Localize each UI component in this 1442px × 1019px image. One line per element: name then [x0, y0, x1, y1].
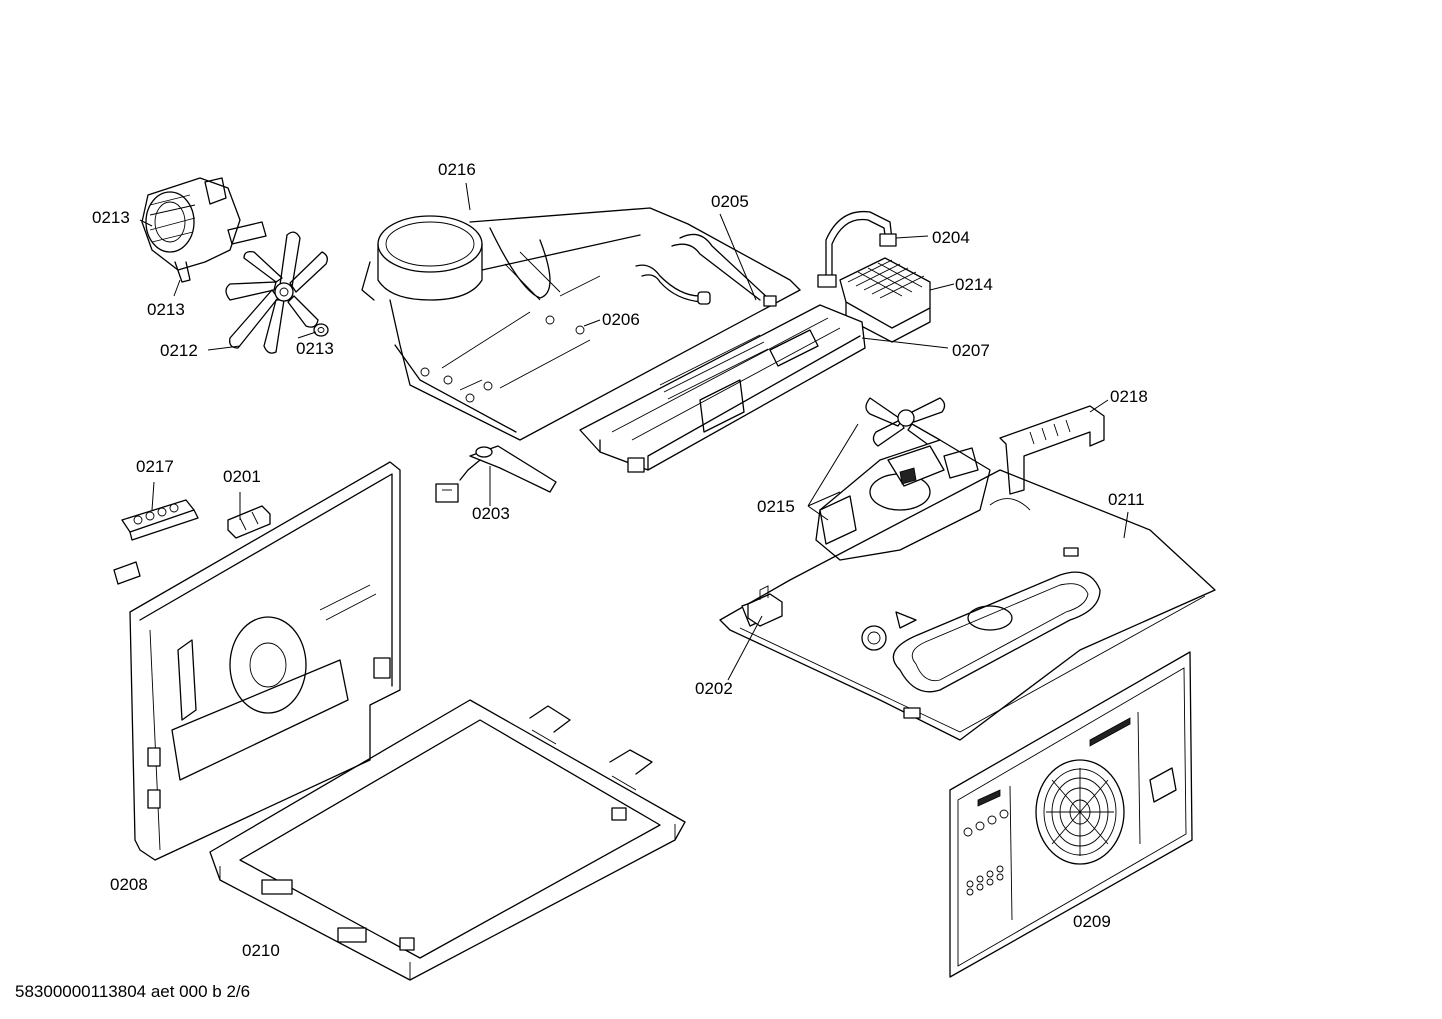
electronic-module-part [579, 304, 866, 473]
label-0213-nut: 0213 [296, 339, 334, 358]
label-0203: 0203 [472, 504, 510, 523]
fan-motor-part [141, 177, 267, 283]
label-0209: 0209 [1073, 912, 1111, 931]
label-0205: 0205 [711, 192, 749, 211]
label-0217: 0217 [136, 457, 174, 476]
document-reference: 58300000113804 aet 000 b 2/6 [15, 982, 251, 1001]
sensor-part [435, 445, 557, 503]
rear-panel-part [129, 461, 401, 861]
label-0212: 0212 [160, 341, 198, 360]
bracket-part [999, 405, 1105, 495]
label-0201: 0201 [223, 467, 261, 486]
nut-part [313, 323, 329, 337]
front-panel-part [949, 651, 1193, 978]
cooling-fan-motor-part [815, 397, 991, 561]
label-0204: 0204 [932, 228, 970, 247]
label-0210: 0210 [242, 941, 280, 960]
cable-part [817, 210, 897, 288]
connector-part [227, 505, 271, 539]
terminal-block-part [113, 499, 199, 585]
base-tray-part [209, 699, 686, 981]
label-0215: 0215 [757, 497, 795, 516]
label-0207: 0207 [952, 341, 990, 360]
label-0213-bracket: 0213 [147, 300, 185, 319]
thermostat-part [747, 585, 783, 627]
heat-sink-part [839, 257, 931, 343]
label-0214: 0214 [955, 275, 993, 294]
label-0213-motor: 0213 [92, 208, 130, 227]
fan-blade-part [225, 231, 328, 354]
wire-harness-part [635, 233, 777, 307]
air-duct-plate-part [361, 207, 801, 441]
label-0211: 0211 [1108, 490, 1145, 509]
label-0218: 0218 [1110, 387, 1148, 406]
label-0206: 0206 [602, 310, 640, 329]
label-0216: 0216 [438, 160, 476, 179]
leader-lines [139, 182, 1129, 681]
label-0208: 0208 [110, 875, 148, 894]
label-0202: 0202 [695, 679, 733, 698]
